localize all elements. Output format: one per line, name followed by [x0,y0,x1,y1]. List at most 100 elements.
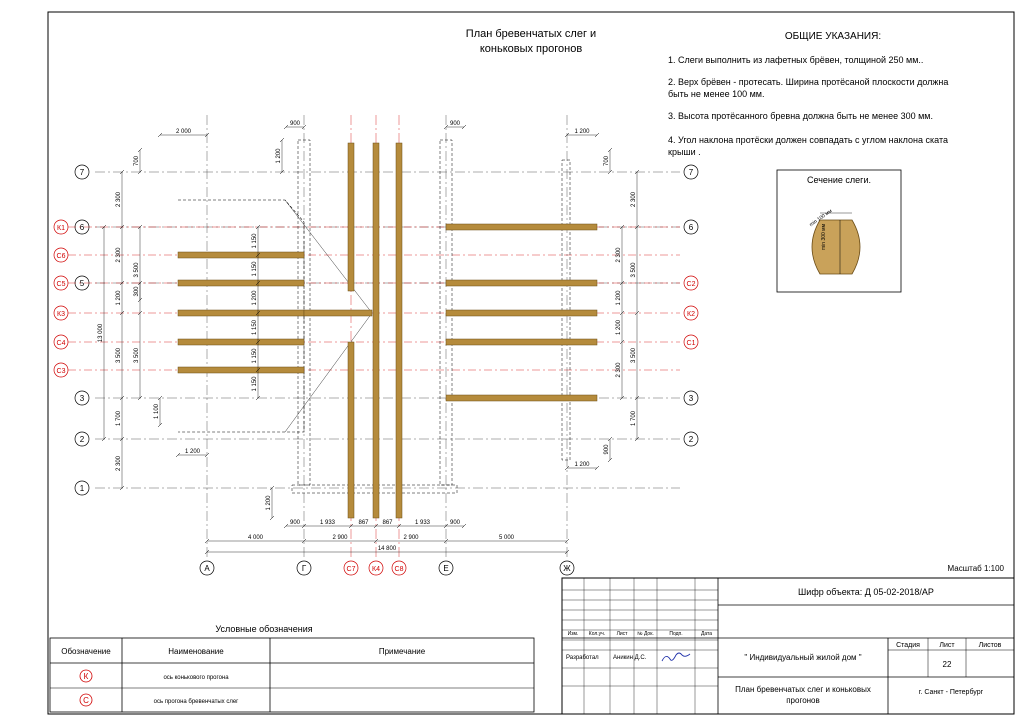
axis-bubble-bottom-С8 [391,560,407,576]
dim-top-2-tick1 [443,124,449,130]
dim-top-0-tick1 [157,132,163,138]
dim-left-3-tick1 [119,224,125,230]
dim-bottom-mid-2: 2 900 [403,535,419,541]
axis-label-left-1: 1 [80,484,85,493]
section-title: Сечение слеги. [807,175,871,185]
dim-right-5: 1 200 [616,319,622,335]
axis-bubble-right-2 [683,431,699,447]
dim-left-7-tick1 [119,280,125,286]
axis-label-left-К1: К1 [57,225,65,232]
log-left-3 [177,338,305,346]
axis-bubble-bottom-С7 [343,560,359,576]
dim-left-10: 1 150 [252,319,258,335]
dim-bottom-inner-2-tick1 [348,523,354,529]
dim-bottom-inner-4-tick1 [396,523,402,529]
axis-label-right-2: 2 [689,435,694,444]
axis-bubble-right-С2 [683,275,699,291]
dim-bottom-inner-5: 900 [450,520,461,526]
dim-left-15: 1 150 [252,376,258,392]
dim-left-9-tick1 [137,310,143,316]
note-1: 1. Слеги выполнить из лафетных брёвен, т… [668,55,923,65]
axis-label-right-7: 7 [689,168,694,177]
dim-right-1: 2 300 [631,191,637,207]
dim-misc-0-tick1 [279,137,285,143]
axis-bubble-bottom-Е [438,560,454,576]
dim-misc-3: 1 200 [574,462,590,468]
legend-col-note: Примечание [379,647,426,656]
log-left-1 [177,279,305,287]
dim-bottom-inner-2: 867 [358,520,369,526]
plan-title-line1: План бревенчатых слег и [466,28,596,40]
dim-bottom-total-tick2 [564,549,570,555]
log-left-4 [177,366,305,374]
log-left-0 [177,251,305,259]
note-2b: быть не менее 100 мм. [668,89,764,99]
stamp-col-label-4: Подп. [669,631,682,637]
axis-bubble-right-К2 [683,305,699,321]
axis-bubble-left-1 [74,480,90,496]
axis-label-left-2: 2 [80,435,85,444]
dim-misc-1: 1 200 [185,449,201,455]
axis-label-left-3: 3 [80,394,85,403]
dim-misc-0-tick2 [279,169,285,175]
dim-top-0: 2 000 [176,129,192,135]
dim-left-16-tick1 [137,280,143,286]
axis-label-left-С4: С4 [57,340,66,347]
wall-right [439,139,453,486]
dim-left-0-tick1 [137,147,143,153]
stamp-col-label-5: Дата [701,631,712,637]
sheet-frame [47,11,1015,715]
axis-label-left-С3: С3 [57,368,66,375]
dim-left-16: 300 [134,286,140,297]
axis-label-right-С2: С2 [687,281,696,288]
axis-bubble-left-2 [74,431,90,447]
axis-bubble-bottom-К4 [368,560,384,576]
log-right-2 [445,309,598,317]
axis-bubble-left-К1 [53,219,69,235]
project-name: " Индивидуальный жилой дом " [744,653,861,662]
dim-misc-1-tick2 [204,452,210,458]
axis-bubble-left-С6 [53,247,69,263]
sheet-header: Лист [939,642,955,649]
dim-right-4: 1 200 [616,290,622,306]
dim-left-8-tick2 [101,436,107,442]
axis-label-bottom-А: А [204,564,210,573]
dim-right-6: 2 300 [616,362,622,378]
dim-top-2: 900 [450,121,461,127]
legend: Условные обозначения Обозначение Наимено… [49,624,535,713]
log-right-3 [445,338,598,346]
axis-label-bottom-С7: С7 [347,566,356,573]
dim-misc-2-tick1 [269,485,275,491]
dim-bottom-mid-0: 4 000 [248,535,264,541]
dim-bottom-mid-1-tick1 [301,538,307,544]
legend-symbol-s-circle [79,693,93,707]
log-right-0 [445,223,598,231]
axis-bubble-bottom-Г [296,560,312,576]
dim-left-0-tick2 [137,169,143,175]
legend-symbol-k: К [84,672,89,681]
dim-left-10-tick1 [255,310,261,316]
axis-label-left-К3: К3 [57,311,65,318]
stamp-col-label-1: Кол.уч. [589,631,605,637]
axis-bubble-left-К3 [53,305,69,321]
axis-label-left-5: 5 [80,279,85,288]
dim-left-9: 3 500 [134,347,140,363]
dim-misc-3-tick2 [594,465,600,471]
dim-bottom-mid-3-tick1 [443,538,449,544]
dim-left-4-tick1 [137,224,143,230]
axis-bubble-left-С3 [53,362,69,378]
notes-heading: ОБЩИЕ УКАЗАНИЯ: [785,31,881,42]
note-4a: 4. Угол наклона протёски должен совпадат… [668,135,948,145]
drawing-name-1: План бревенчатых слег и коньковых [735,685,871,694]
legend-col-name: Наименование [168,647,224,656]
axis-bubble-right-7 [683,164,699,180]
dim-misc-3-tick1 [564,465,570,471]
dim-misc-1-tick1 [175,452,181,458]
axis-label-bottom-Е: Е [443,564,448,573]
dim-misc-2: 1 200 [266,495,272,511]
axis-bubble-right-С1 [683,334,699,350]
dim-left-16-tick2 [137,297,143,303]
dim-bottom-inner-5-tick2 [461,523,467,529]
